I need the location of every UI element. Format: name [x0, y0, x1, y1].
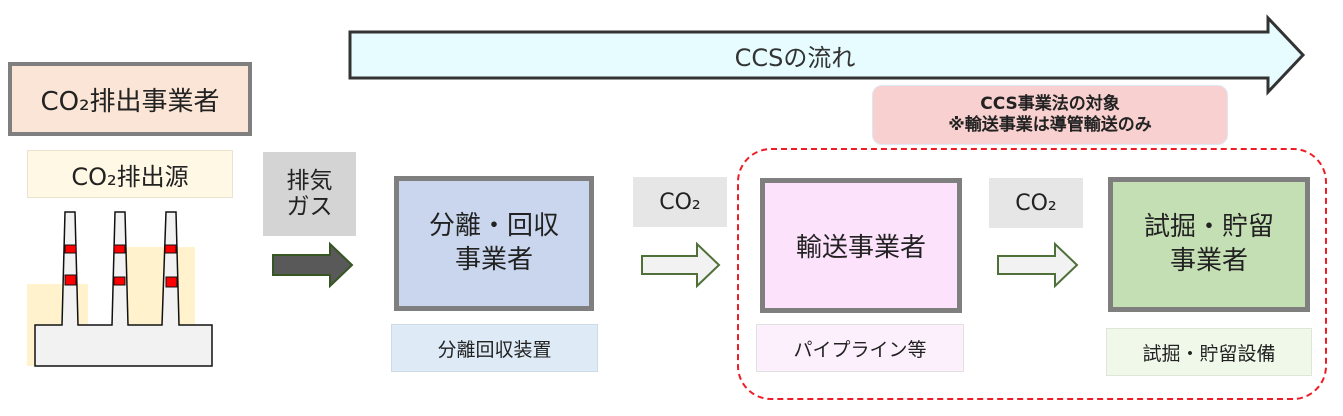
exhaust-arrow [272, 241, 354, 289]
co2-arrow-1 [641, 241, 721, 289]
storage-operator-box: 試掘・貯留 事業者 [1108, 177, 1310, 312]
co2-arrow-2 [997, 241, 1079, 289]
co2-label-1: CO₂ [633, 177, 727, 227]
capture-facility-label: 分離回収装置 [391, 324, 598, 372]
exhaust-label-line2: ガス [286, 194, 333, 220]
storage-facility-label: 試掘・貯留設備 [1106, 328, 1312, 376]
co2-emitter-box: CO₂排出事業者 [8, 62, 252, 136]
ccs-flow-label: CCSの流れ [734, 43, 856, 72]
storage-title-line2: 事業者 [1169, 245, 1248, 276]
capture-title-line1: 分離・回収 [428, 210, 559, 241]
capture-title-line2: 事業者 [454, 244, 533, 275]
exhaust-gas-label: 排気 ガス [263, 152, 356, 236]
co2-emission-source-label: CO₂排出源 [27, 150, 233, 198]
capture-operator-box: 分離・回収 事業者 [394, 176, 594, 311]
transport-facility-label: パイプライン等 [756, 324, 964, 372]
co2-label-2: CO₂ [989, 178, 1083, 228]
storage-title-line1: 試掘・貯留 [1143, 211, 1274, 242]
ccs-act-scope-boundary [737, 148, 1327, 400]
scope-note-line2: ※輸送事業は導管輸送のみ [948, 115, 1152, 135]
scope-note-line1: CCS事業法の対象 [980, 93, 1120, 114]
exhaust-label-line1: 排気 [286, 167, 333, 194]
transport-operator-box: 輸送事業者 [760, 178, 962, 313]
factory-smokestacks-icon [27, 211, 213, 367]
ccs-act-scope-note: CCS事業法の対象 ※輸送事業は導管輸送のみ [872, 85, 1228, 145]
ccs-flow-arrow [348, 14, 1306, 96]
